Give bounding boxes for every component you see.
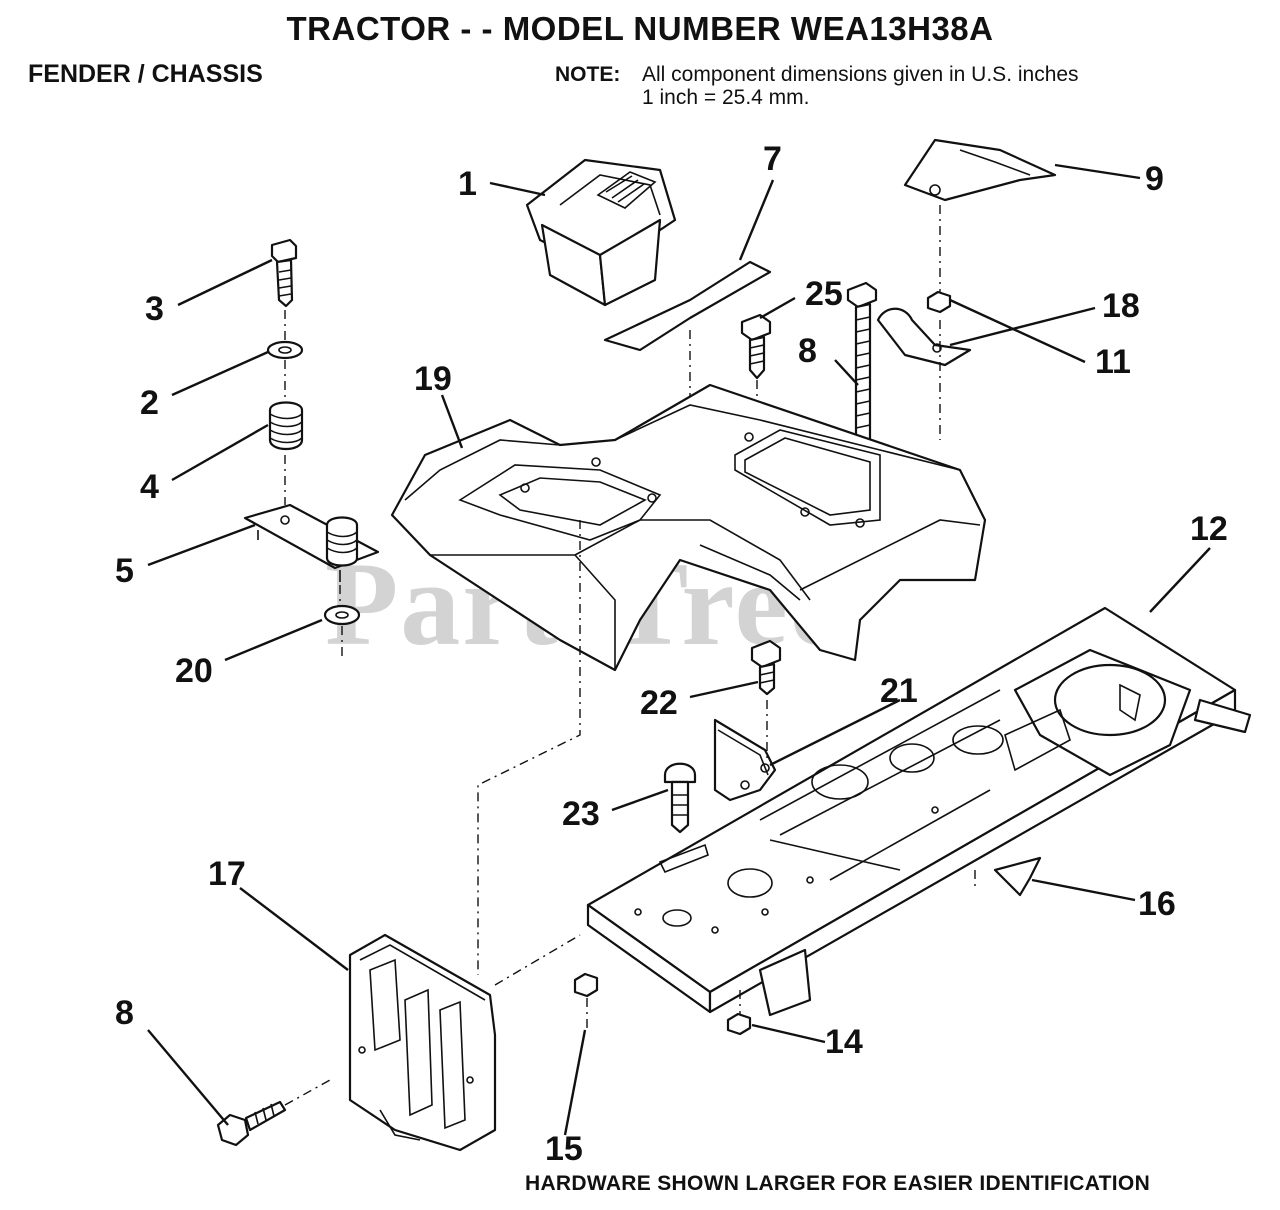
callout-8-lower[interactable]: 8 [115,994,134,1032]
callout-11[interactable]: 11 [1095,343,1131,381]
part-8-screw-lower[interactable] [216,1079,331,1147]
leader-lines [147,163,1211,1136]
part-20-washer[interactable] [323,604,361,660]
section-title: FENDER / CHASSIS [28,60,263,88]
callout-20[interactable]: 20 [175,652,213,690]
part-11-nut[interactable] [926,290,952,440]
part-17-front-plate[interactable] [348,933,497,1152]
callout-23[interactable]: 23 [562,795,600,833]
callout-8-upper[interactable]: 8 [798,332,817,370]
part-4-spring[interactable] [268,401,304,506]
part-18-bracket[interactable] [876,307,972,367]
footer-note: HARDWARE SHOWN LARGER FOR EASIER IDENTIF… [525,1172,1151,1195]
callout-1[interactable]: 1 [458,165,477,203]
callout-14[interactable]: 14 [825,1023,863,1061]
page-title: TRACTOR - - MODEL NUMBER WEA13H38A [286,10,994,47]
callout-17[interactable]: 17 [208,855,246,893]
callout-21[interactable]: 21 [880,672,918,710]
part-25-screw[interactable] [740,313,772,440]
callout-19[interactable]: 19 [414,360,452,398]
callout-18[interactable]: 18 [1102,287,1140,325]
callout-25[interactable]: 25 [805,275,843,313]
note: NOTE: All component dimensions given in … [555,63,1079,109]
part-15-nut[interactable] [573,972,599,1030]
part-8-screw-upper[interactable] [846,281,878,450]
part-1-tray[interactable] [525,158,677,307]
part-23-carriage-bolt[interactable] [663,762,697,834]
callout-7[interactable]: 7 [763,140,782,178]
callout-5[interactable]: 5 [115,552,134,590]
callout-3[interactable]: 3 [145,290,164,328]
note-line-1: All component dimensions given in U.S. i… [642,63,1079,86]
note-label: NOTE: [555,63,621,86]
callout-2[interactable]: 2 [140,384,159,422]
callout-12[interactable]: 12 [1190,510,1228,548]
callout-15[interactable]: 15 [545,1130,583,1168]
part-12-chassis-frame[interactable] [586,606,1252,1020]
alignment-line [494,934,581,986]
callout-9[interactable]: 9 [1145,160,1164,198]
part-16-arrow-decal[interactable] [974,856,1042,897]
part-3-bolt[interactable] [270,238,298,345]
part-14-nut[interactable] [726,1012,752,1036]
part-19-fender[interactable] [390,383,987,975]
callout-4[interactable]: 4 [140,468,159,506]
callout-22[interactable]: 22 [640,684,678,722]
exploded-parts-diagram: 1 7 9 3 25 18 2 8 11 19 4 5 12 20 22 21 … [115,138,1252,1168]
part-9-plate[interactable] [903,138,1057,300]
part-5-spring-plate[interactable] [243,503,380,605]
part-2-washer[interactable] [266,340,304,405]
part-21-bracket[interactable] [713,718,777,802]
part-22-screw[interactable] [750,639,782,760]
note-line-2: 1 inch = 25.4 mm. [642,86,810,109]
callout-16[interactable]: 16 [1138,885,1176,923]
